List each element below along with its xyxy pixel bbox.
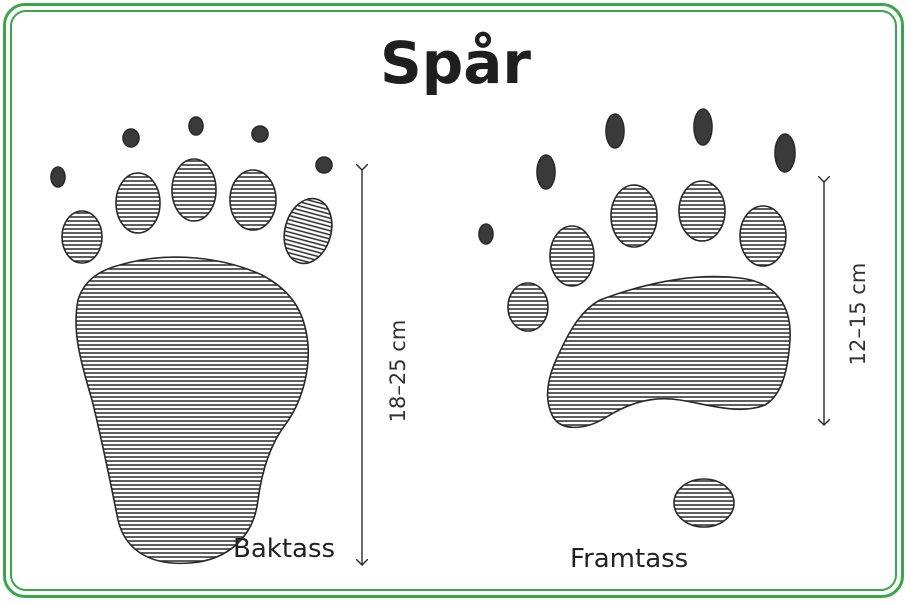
hind-toe-4: [230, 170, 276, 230]
hind-claw-4: [252, 126, 268, 142]
front-toe-3: [611, 185, 657, 247]
front-toe-1: [508, 283, 548, 331]
front-paw-measurement: 12–15 cm: [846, 263, 870, 366]
front-paw-print: [479, 109, 795, 527]
hind-paw-print: [51, 117, 339, 563]
front-claw-2: [537, 155, 555, 189]
hind-claw-3: [189, 117, 203, 135]
hind-paw-pad: [76, 257, 308, 563]
hind-paw-measurement: 18–25 cm: [386, 320, 410, 423]
front-toe-2: [550, 226, 594, 286]
front-claw-3: [606, 114, 624, 148]
hind-toe-3: [172, 159, 216, 221]
hind-claw-1: [51, 167, 65, 187]
hind-claw-5: [316, 157, 332, 173]
front-toe-5: [740, 206, 786, 266]
front-claw-5: [775, 134, 795, 172]
hind-claw-2: [123, 129, 139, 147]
front-paw-pad: [548, 277, 791, 428]
hind-toe-2: [116, 173, 160, 233]
hind-paw-label: Baktass: [233, 534, 335, 564]
front-paw-label: Framtass: [570, 544, 688, 574]
front-toe-4: [679, 181, 725, 241]
hind-toe-5: [277, 193, 339, 269]
front-carpal-pad: [674, 479, 734, 527]
hind-toe-1: [62, 211, 102, 263]
front-claw-4: [694, 109, 712, 145]
front-claw-1: [479, 224, 493, 244]
